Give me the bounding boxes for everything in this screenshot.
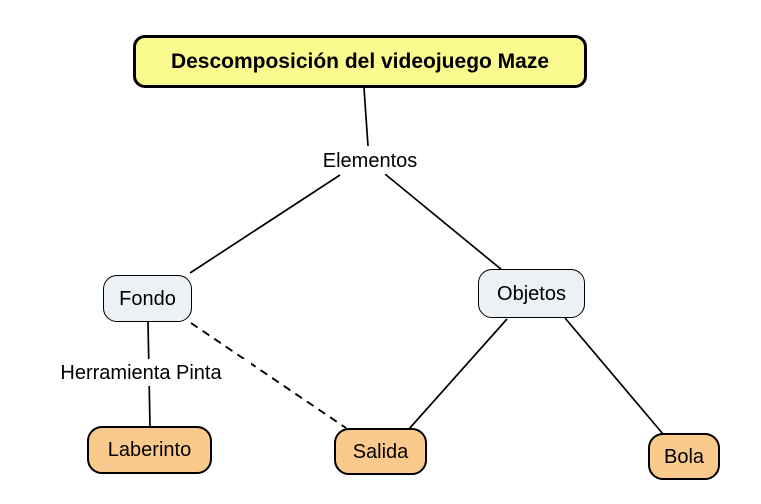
node-bola: Bola — [648, 433, 720, 480]
node-title: Descomposición del videojuego Maze — [133, 35, 587, 88]
node-salida: Salida — [334, 428, 427, 475]
edge-title-elementos — [363, 87, 369, 147]
edge-label-herramienta-pinta: Herramienta Pinta — [31, 359, 251, 386]
edge-elementos-objetos — [384, 173, 503, 271]
node-objetos: Objetos — [478, 269, 585, 318]
edge-fondo-salida-dashed — [190, 322, 347, 429]
node-elementos-label: Elementos — [290, 148, 450, 174]
node-laberinto: Laberinto — [87, 426, 212, 474]
node-fondo: Fondo — [103, 275, 192, 322]
edge-elementos-fondo — [189, 174, 341, 274]
edge-objetos-salida — [408, 318, 508, 430]
edge-objetos-bola — [564, 317, 664, 435]
